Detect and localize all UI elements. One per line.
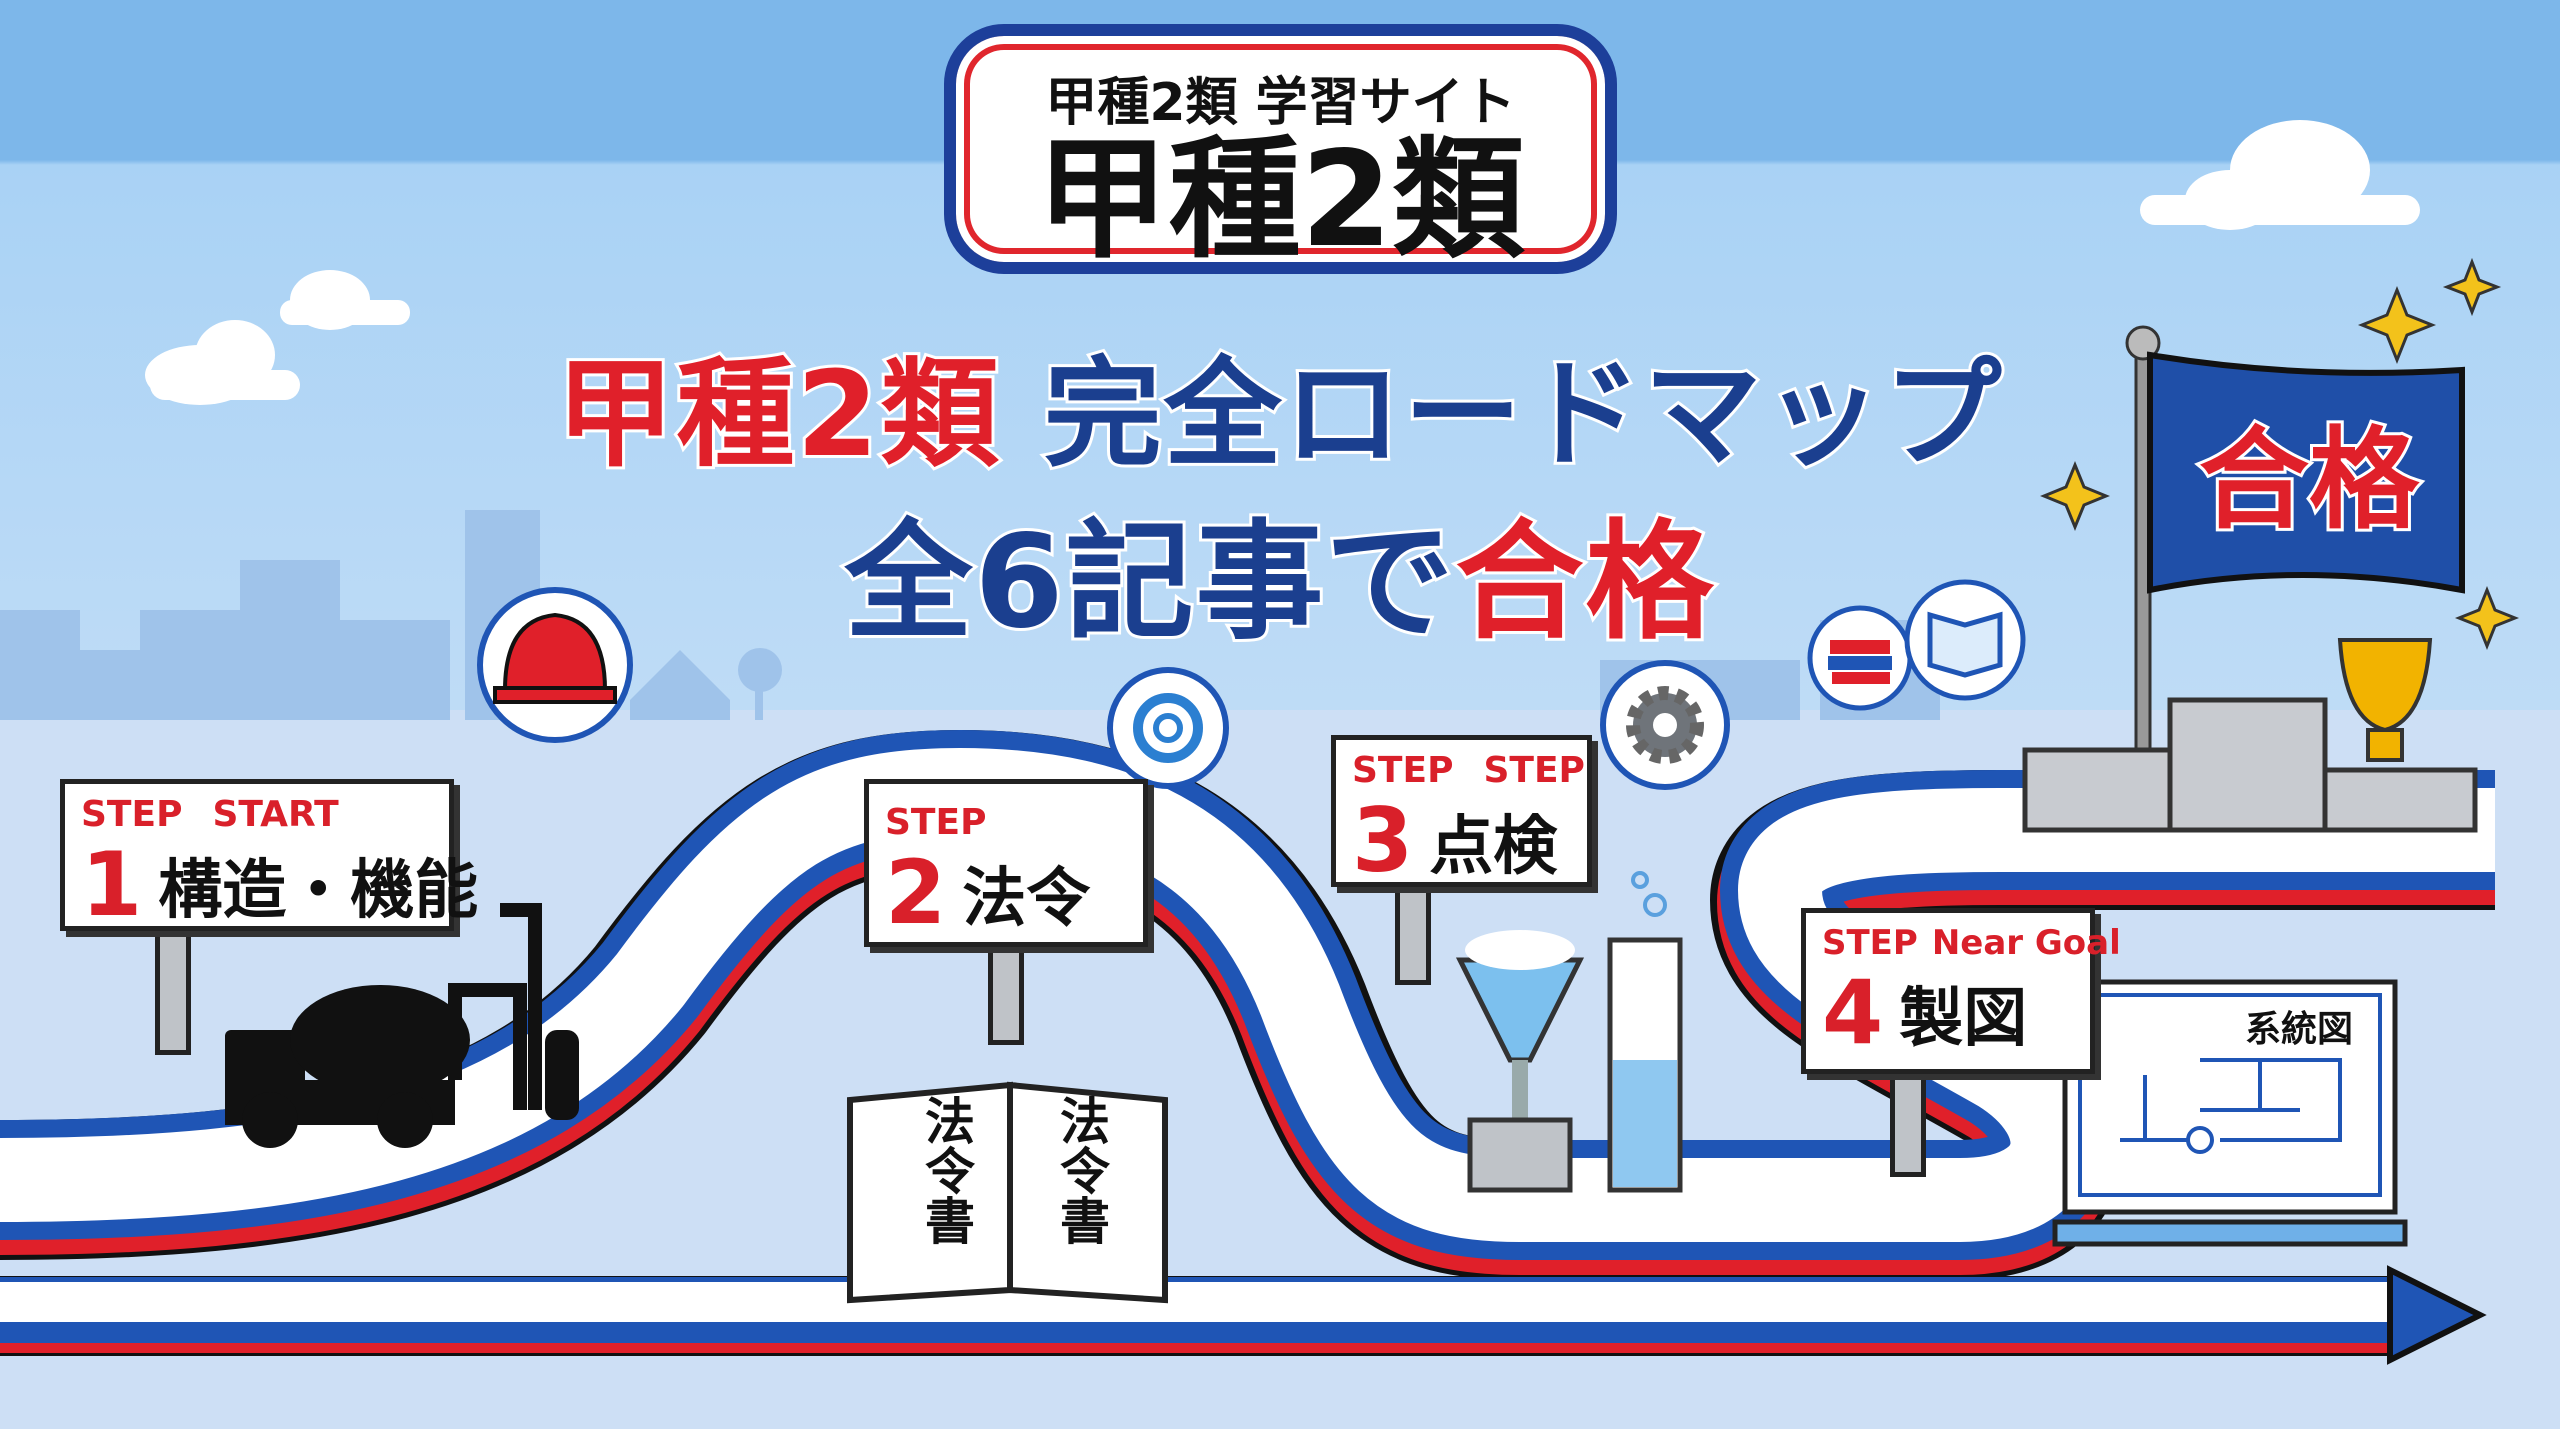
step-label: 製図 <box>1899 982 2028 1056</box>
road <box>0 729 2495 1356</box>
cloud <box>280 270 410 330</box>
podium <box>2022 697 2478 833</box>
headline-navy-2: 全6記事で <box>841 505 1456 660</box>
sign-post <box>1395 885 1431 985</box>
goal-flag-text: 合格 <box>2196 413 2422 547</box>
step-label: 法令 <box>962 862 1091 936</box>
arrow-head-icon <box>2387 1265 2487 1365</box>
headline-line-1: 甲種2類 完全ロードマップ <box>0 318 2560 489</box>
headline-line-2: 全6記事で合格 <box>0 478 2560 663</box>
step-label: 点検 <box>1429 810 1558 884</box>
headline-red-2: 合格 <box>1453 505 1717 660</box>
flag-pole-top <box>2125 325 2161 361</box>
sign-post <box>155 930 191 1055</box>
funnel-icon <box>1455 930 1585 1193</box>
cloud <box>145 320 300 405</box>
step-label: 構造・機能 <box>158 854 479 928</box>
measuring-cylinder-icon <box>1607 871 1683 1193</box>
blueprint-title: 系統図 <box>2245 1009 2354 1050</box>
open-book-bubble-icon <box>1904 579 2026 701</box>
sign-post <box>988 945 1024 1045</box>
books-bubble-icon <box>1807 605 1913 711</box>
sign-post <box>1890 1072 1926 1177</box>
blueprint-diagram <box>2052 979 2408 1247</box>
law-book-icon <box>847 1081 1168 1304</box>
step-tag: STEP <box>1352 750 1454 791</box>
step-tag: STEP <box>81 794 183 835</box>
step-extra: START <box>212 794 339 835</box>
goal-flag <box>2147 351 2465 594</box>
site-badge: 甲種2類 学習サイト 甲種2類 <box>944 24 1617 274</box>
step-number: 2 <box>885 841 947 944</box>
cloud <box>2140 120 2420 230</box>
tanker-truck-icon <box>225 903 579 1148</box>
site-title: 甲種2類 <box>1036 123 1525 277</box>
step-number: 3 <box>1352 789 1414 892</box>
clouds <box>145 120 2420 405</box>
step-number: 1 <box>81 833 143 936</box>
headline-navy-1: 完全ロードマップ <box>1041 342 2005 486</box>
sparkle-icons <box>2040 257 2520 651</box>
gear-bubble-icon <box>1600 660 1730 790</box>
step-extra: STEP <box>1483 750 1585 791</box>
step-extra: Near Goal <box>1931 923 2121 963</box>
step-tag: STEP <box>1822 923 1918 963</box>
hose-bubble-icon <box>1107 667 1229 789</box>
trophy-icon <box>2337 638 2433 762</box>
headline-red-1: 甲種2類 <box>553 342 1001 486</box>
book-left-page-text: 法令書 <box>917 1095 975 1245</box>
step-tag: STEP <box>885 802 987 843</box>
step-number: 4 <box>1822 961 1884 1064</box>
site-subtitle: 甲種2類 学習サイト <box>1045 73 1516 133</box>
helmet-bubble-icon <box>477 587 633 743</box>
book-right-page-text: 法令書 <box>1052 1095 1110 1245</box>
